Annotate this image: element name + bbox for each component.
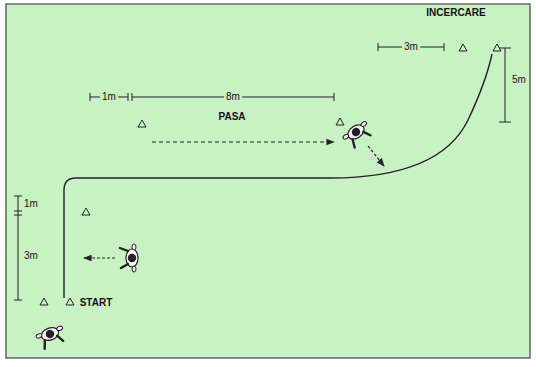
action-label: START [78, 297, 115, 309]
dimension-lines [14, 43, 511, 300]
cone [138, 120, 146, 127]
cone [336, 118, 344, 125]
dimension-label: 1m [22, 198, 40, 210]
cone [40, 298, 48, 305]
player [120, 244, 138, 272]
dimension-label: 8m [224, 91, 242, 103]
field [6, 4, 530, 358]
dimension-label: 3m [402, 41, 420, 53]
dimension-label: 3m [22, 250, 40, 262]
cone [66, 298, 74, 305]
pass-arrow [84, 257, 115, 258]
run-path [64, 54, 492, 298]
pass-arrow [152, 141, 334, 142]
dimension-label: 5m [510, 74, 528, 86]
action-label: PASA [216, 111, 247, 123]
action-label: INCERCARE [424, 7, 487, 19]
dimension-label: 1m [100, 91, 118, 103]
pass-arrow [368, 146, 384, 166]
player [35, 324, 67, 350]
cone [82, 208, 90, 215]
player [341, 119, 374, 150]
cone [459, 44, 467, 51]
